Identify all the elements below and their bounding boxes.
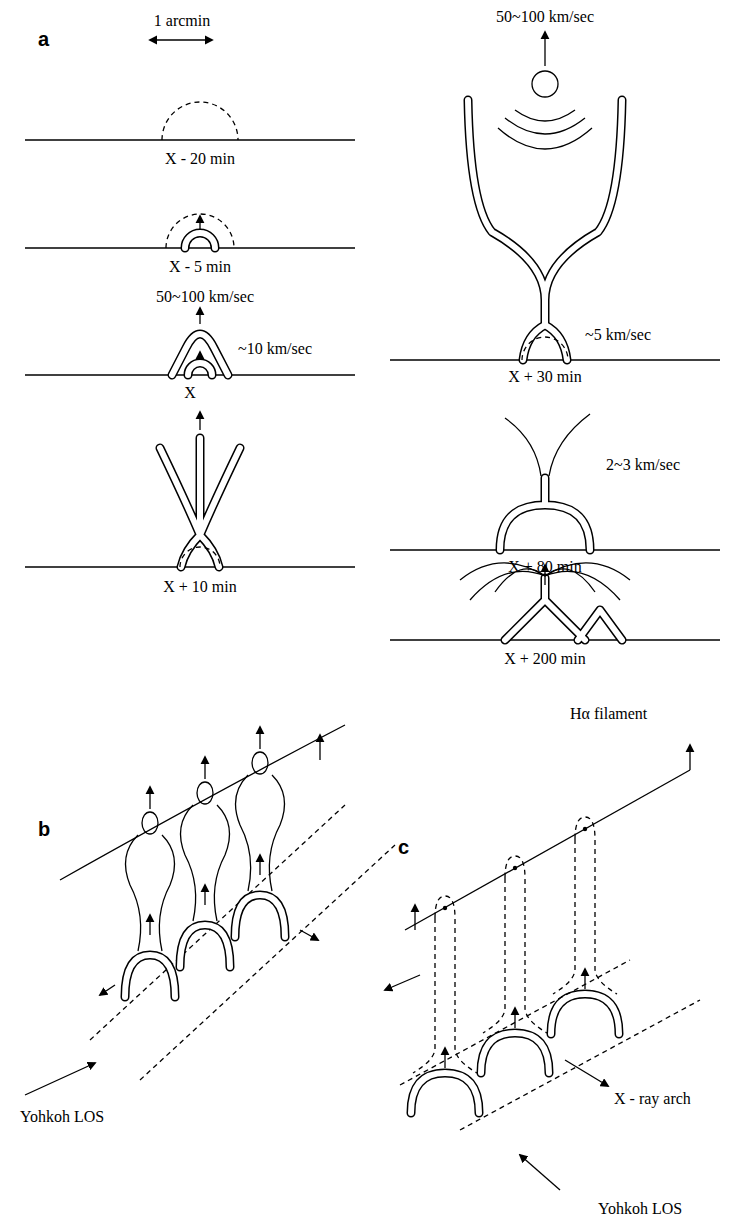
annotation-label: ~5 km/sec xyxy=(585,326,651,344)
annotation-label: X + 10 min xyxy=(163,578,236,596)
annotation-label: X - ray arch xyxy=(614,1090,691,1108)
annotation-label: X - 20 min xyxy=(165,150,235,168)
annotation-label: 50~100 km/sec xyxy=(496,8,594,26)
annotation-label: 1 arcmin xyxy=(154,12,210,30)
annotation-label: X + 30 min xyxy=(508,368,581,386)
annotation-label: X xyxy=(184,384,196,402)
annotation-label: Yohkoh LOS xyxy=(598,1200,682,1218)
panel-letter: a xyxy=(38,28,49,51)
annotation-label: X + 200 min xyxy=(504,650,585,668)
annotation-label: Hα filament xyxy=(570,705,647,723)
annotation-label: ~10 km/sec xyxy=(238,340,312,358)
annotation-label: Yohkoh LOS xyxy=(20,1108,104,1126)
panel-letter: c xyxy=(398,836,409,859)
annotation-label: 50~100 km/sec xyxy=(156,288,254,306)
annotation-label: X - 5 min xyxy=(169,258,231,276)
annotation-label: X + 80 min xyxy=(508,558,581,576)
annotation-label: 2~3 km/sec xyxy=(606,456,680,474)
panel-letter: b xyxy=(38,818,50,841)
